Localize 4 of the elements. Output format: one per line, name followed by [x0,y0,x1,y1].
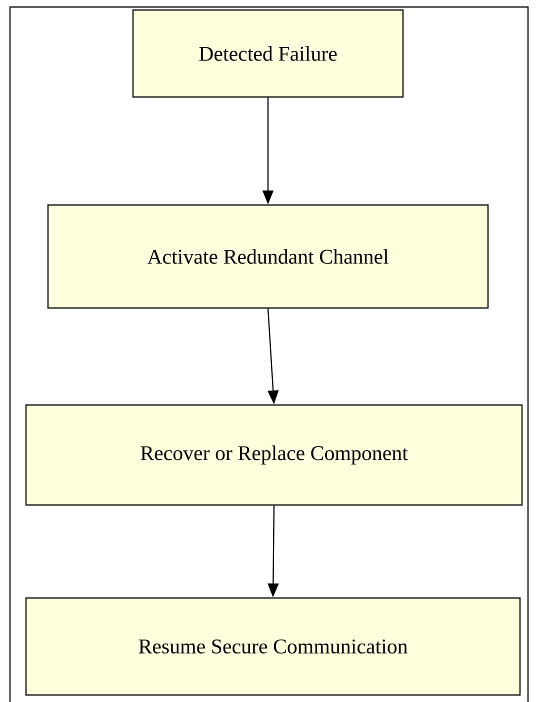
process-box: Activate Redundant Channel [47,204,489,309]
process-box: Recover or Replace Component [25,404,523,506]
process-box: Resume Secure Communication [25,597,521,696]
process-box: Detected Failure [132,9,404,98]
